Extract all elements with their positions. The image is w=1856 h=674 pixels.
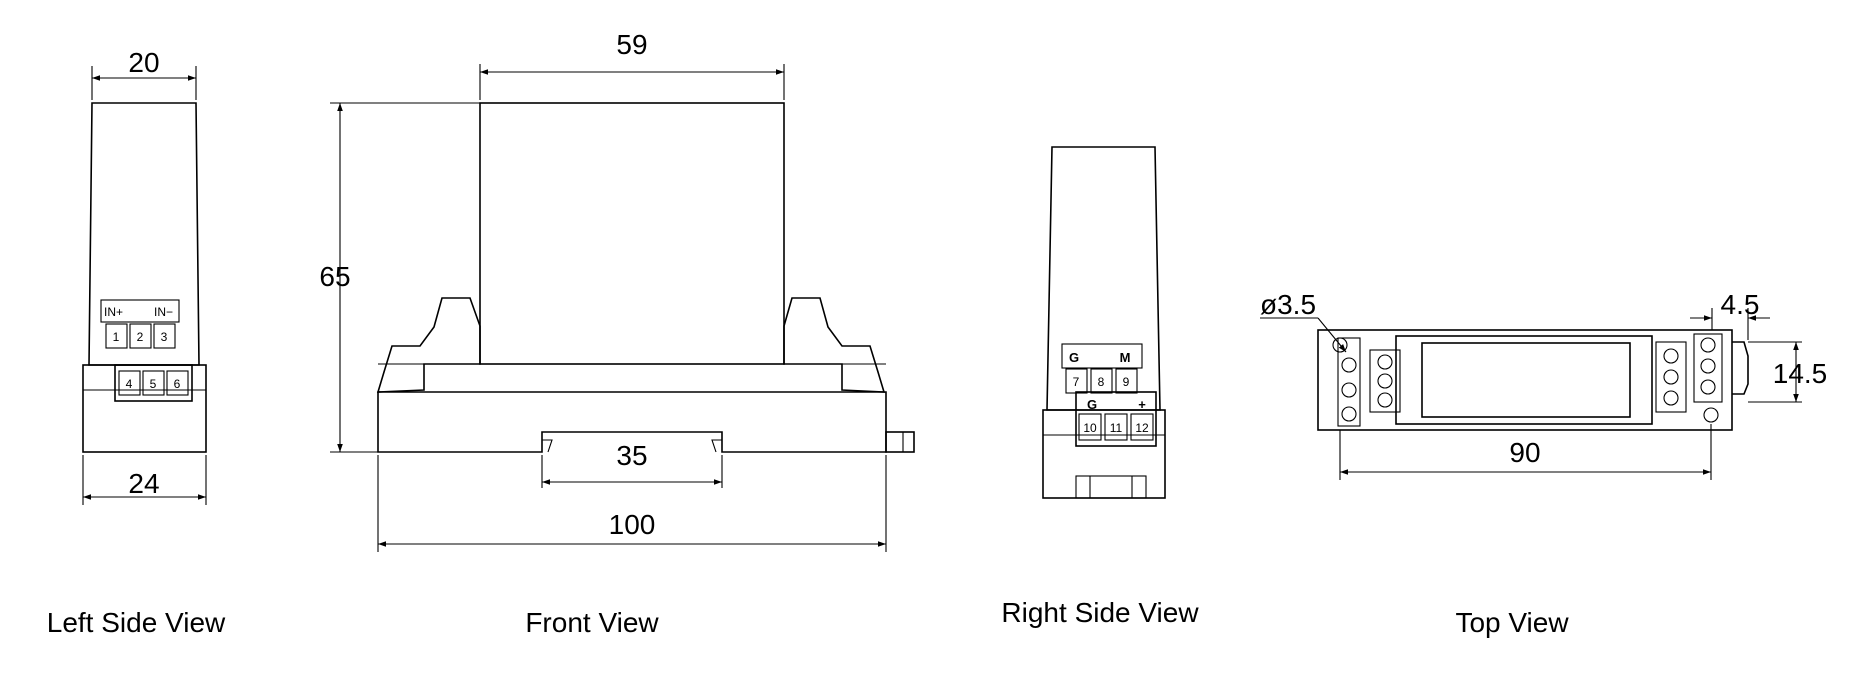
m-label: M — [1120, 350, 1131, 365]
left-width-top-dimension: 20 — [91, 47, 197, 100]
in-plus-label: IN+ — [104, 305, 123, 319]
top-right-terminals — [1655, 333, 1723, 423]
right-latch — [1075, 475, 1147, 499]
plus-label: + — [1138, 397, 1146, 412]
front-view: 59 65 35 — [319, 29, 915, 638]
g-lower-label: G — [1087, 397, 1097, 412]
terminal-9: 9 — [1123, 375, 1130, 389]
top-dim-width-label: 14.5 — [1773, 358, 1828, 389]
in-minus-label: IN− — [154, 305, 173, 319]
top-left-terminals — [1337, 337, 1401, 427]
left-upper-terminal-block: IN+ IN− 1 2 3 — [100, 299, 180, 349]
terminal-1: 1 — [113, 330, 120, 344]
front-length-dimension: 100 — [377, 455, 887, 552]
top-dim-length-label: 90 — [1509, 437, 1540, 468]
terminal-2: 2 — [137, 330, 144, 344]
left-dim-top-label: 20 — [128, 47, 159, 78]
right-side-view: G M 7 8 9 G + 10 11 12 Right Side View — [1001, 146, 1199, 628]
left-lower-terminal-block: 4 5 6 — [114, 364, 193, 402]
right-lower-terminal-block: G + 10 11 12 — [1075, 391, 1157, 447]
front-view-caption: Front View — [525, 607, 659, 638]
top-dim-offset-label: 4.5 — [1721, 289, 1760, 320]
left-side-view: 20 IN+ IN− 1 2 3 4 5 6 — [47, 47, 226, 638]
top-mounting-hole — [1332, 337, 1348, 353]
top-window-inner — [1421, 342, 1631, 418]
front-dim-length-label: 100 — [609, 509, 656, 540]
top-view: ø3.5 4.5 14.5 90 Top View — [1260, 289, 1827, 638]
left-dim-bottom-label: 24 — [128, 468, 159, 499]
top-view-caption: Top View — [1455, 607, 1569, 638]
terminal-10: 10 — [1083, 421, 1097, 435]
top-length-dimension: 90 — [1339, 424, 1712, 480]
top-width-dimension: 14.5 — [1748, 341, 1828, 403]
top-latch-tab — [1732, 341, 1749, 395]
front-latch — [885, 431, 915, 453]
front-dim-top-label: 59 — [616, 29, 647, 60]
terminal-7: 7 — [1073, 375, 1080, 389]
terminal-3: 3 — [161, 330, 168, 344]
g-upper-label: G — [1069, 350, 1079, 365]
terminal-8: 8 — [1098, 375, 1105, 389]
front-upper-housing — [479, 102, 785, 365]
front-base — [377, 391, 887, 453]
terminal-6: 6 — [174, 377, 181, 391]
front-right-clip — [783, 297, 886, 393]
right-side-view-caption: Right Side View — [1001, 597, 1199, 628]
terminal-4: 4 — [126, 377, 133, 391]
terminal-12: 12 — [1135, 421, 1149, 435]
right-body-outline — [1046, 146, 1161, 411]
top-hole-dimension: ø3.5 — [1260, 289, 1347, 353]
terminal-11: 11 — [1110, 421, 1123, 435]
front-left-clip — [376, 297, 481, 393]
front-rail-dimension: 35 — [541, 440, 723, 488]
left-width-bottom-dimension: 24 — [82, 455, 207, 505]
terminal-5: 5 — [150, 377, 157, 391]
front-dim-rail-label: 35 — [616, 440, 647, 471]
front-dim-height-label: 65 — [319, 261, 350, 292]
top-dim-hole-label: ø3.5 — [1260, 289, 1316, 320]
top-offset-dimension: 4.5 — [1690, 289, 1770, 340]
top-window-outer — [1395, 335, 1653, 425]
left-side-view-caption: Left Side View — [47, 607, 226, 638]
right-upper-terminal-block: G M 7 8 9 — [1061, 343, 1143, 394]
top-body-outline — [1317, 329, 1733, 431]
front-width-top-dimension: 59 — [479, 29, 785, 100]
front-height-dimension: 65 — [319, 102, 480, 453]
